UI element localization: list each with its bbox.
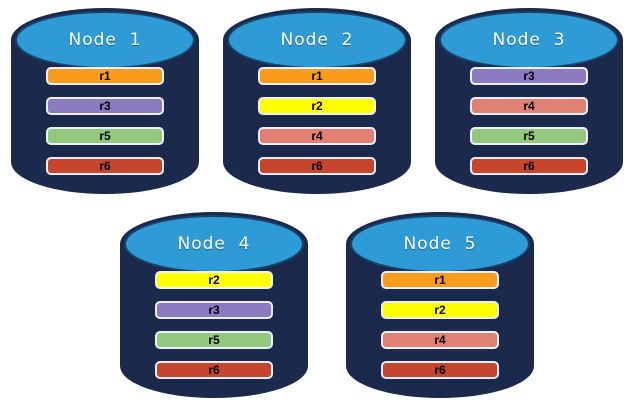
replica-label: r5 xyxy=(99,129,111,143)
replica-bar-list: r3 r4 r5 r6 xyxy=(435,67,623,175)
replica-label: r4 xyxy=(523,99,535,113)
replica-bar-r3: r3 xyxy=(46,97,164,115)
replica-label: r6 xyxy=(208,363,220,377)
replica-bar-r5: r5 xyxy=(155,331,273,349)
replica-label: r3 xyxy=(208,303,220,317)
replica-bar-r4: r4 xyxy=(258,127,376,145)
replica-label: r3 xyxy=(523,69,535,83)
replica-bar-r1: r1 xyxy=(381,271,499,289)
replica-label: r1 xyxy=(434,273,446,287)
database-cylinder-top: Node 2 xyxy=(227,11,407,69)
node-4-cylinder: Node 4 r2 r3 r5 r6 xyxy=(120,212,308,398)
replica-bar-r6: r6 xyxy=(381,361,499,379)
database-cylinder-top: Node 5 xyxy=(350,215,530,273)
node-label: Node 2 xyxy=(280,30,354,50)
replica-label: r1 xyxy=(99,69,111,83)
node-3-cylinder: Node 3 r3 r4 r5 r6 xyxy=(435,8,623,194)
replica-bar-r1: r1 xyxy=(46,67,164,85)
replica-bar-r3: r3 xyxy=(155,301,273,319)
database-cylinder-top: Node 1 xyxy=(15,11,195,69)
database-cylinder-top: Node 3 xyxy=(439,11,619,69)
replica-bar-r2: r2 xyxy=(258,97,376,115)
replica-bar-r6: r6 xyxy=(155,361,273,379)
replica-bar-r3: r3 xyxy=(470,67,588,85)
replica-bar-r4: r4 xyxy=(470,97,588,115)
node-label: Node 5 xyxy=(403,234,477,254)
node-label: Node 3 xyxy=(492,30,566,50)
replica-bar-r2: r2 xyxy=(381,301,499,319)
replica-label: r4 xyxy=(434,333,446,347)
replica-label: r2 xyxy=(208,273,220,287)
replica-label: r3 xyxy=(99,99,111,113)
replica-bar-r6: r6 xyxy=(470,157,588,175)
node-label: Node 1 xyxy=(68,30,142,50)
replica-bar-r6: r6 xyxy=(258,157,376,175)
replica-label: r1 xyxy=(311,69,323,83)
replica-bar-r6: r6 xyxy=(46,157,164,175)
replica-bar-list: r1 r2 r4 r6 xyxy=(223,67,411,175)
replica-label: r2 xyxy=(311,99,323,113)
database-cylinder-top: Node 4 xyxy=(124,215,304,273)
replica-label: r6 xyxy=(99,159,111,173)
replica-bar-r2: r2 xyxy=(155,271,273,289)
replica-bar-r1: r1 xyxy=(258,67,376,85)
node-1-cylinder: Node 1 r1 r3 r5 r6 xyxy=(11,8,199,194)
replica-label: r5 xyxy=(523,129,535,143)
node-2-cylinder: Node 2 r1 r2 r4 r6 xyxy=(223,8,411,194)
replica-label: r4 xyxy=(311,129,323,143)
node-label: Node 4 xyxy=(177,234,251,254)
node-5-cylinder: Node 5 r1 r2 r4 r6 xyxy=(346,212,534,398)
replica-bar-list: r1 r3 r5 r6 xyxy=(11,67,199,175)
replica-label: r6 xyxy=(434,363,446,377)
replica-bar-r4: r4 xyxy=(381,331,499,349)
replica-label: r6 xyxy=(523,159,535,173)
replica-bar-r5: r5 xyxy=(46,127,164,145)
replica-bar-r5: r5 xyxy=(470,127,588,145)
replica-label: r6 xyxy=(311,159,323,173)
replica-bar-list: r1 r2 r4 r6 xyxy=(346,271,534,379)
replica-label: r2 xyxy=(434,303,446,317)
replica-label: r5 xyxy=(208,333,220,347)
replica-bar-list: r2 r3 r5 r6 xyxy=(120,271,308,379)
